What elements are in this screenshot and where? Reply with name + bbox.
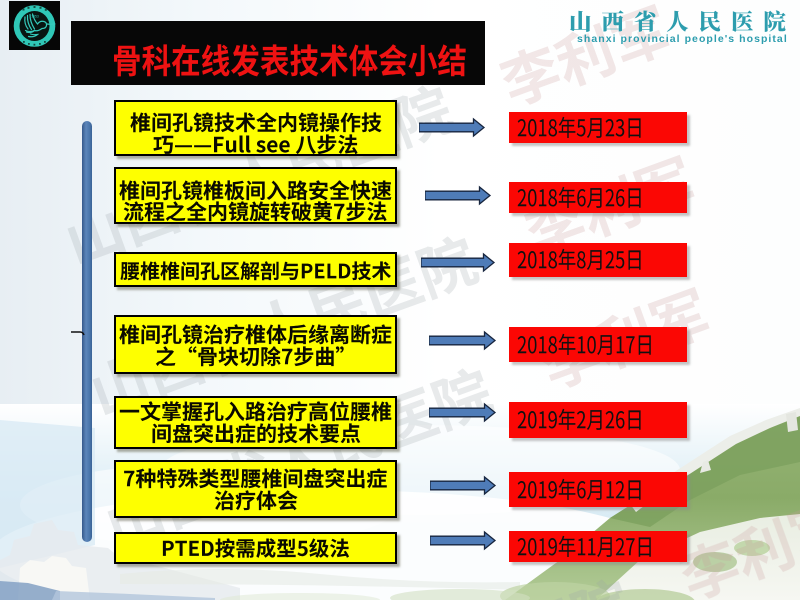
svg-text:1953: 1953: [31, 15, 39, 19]
